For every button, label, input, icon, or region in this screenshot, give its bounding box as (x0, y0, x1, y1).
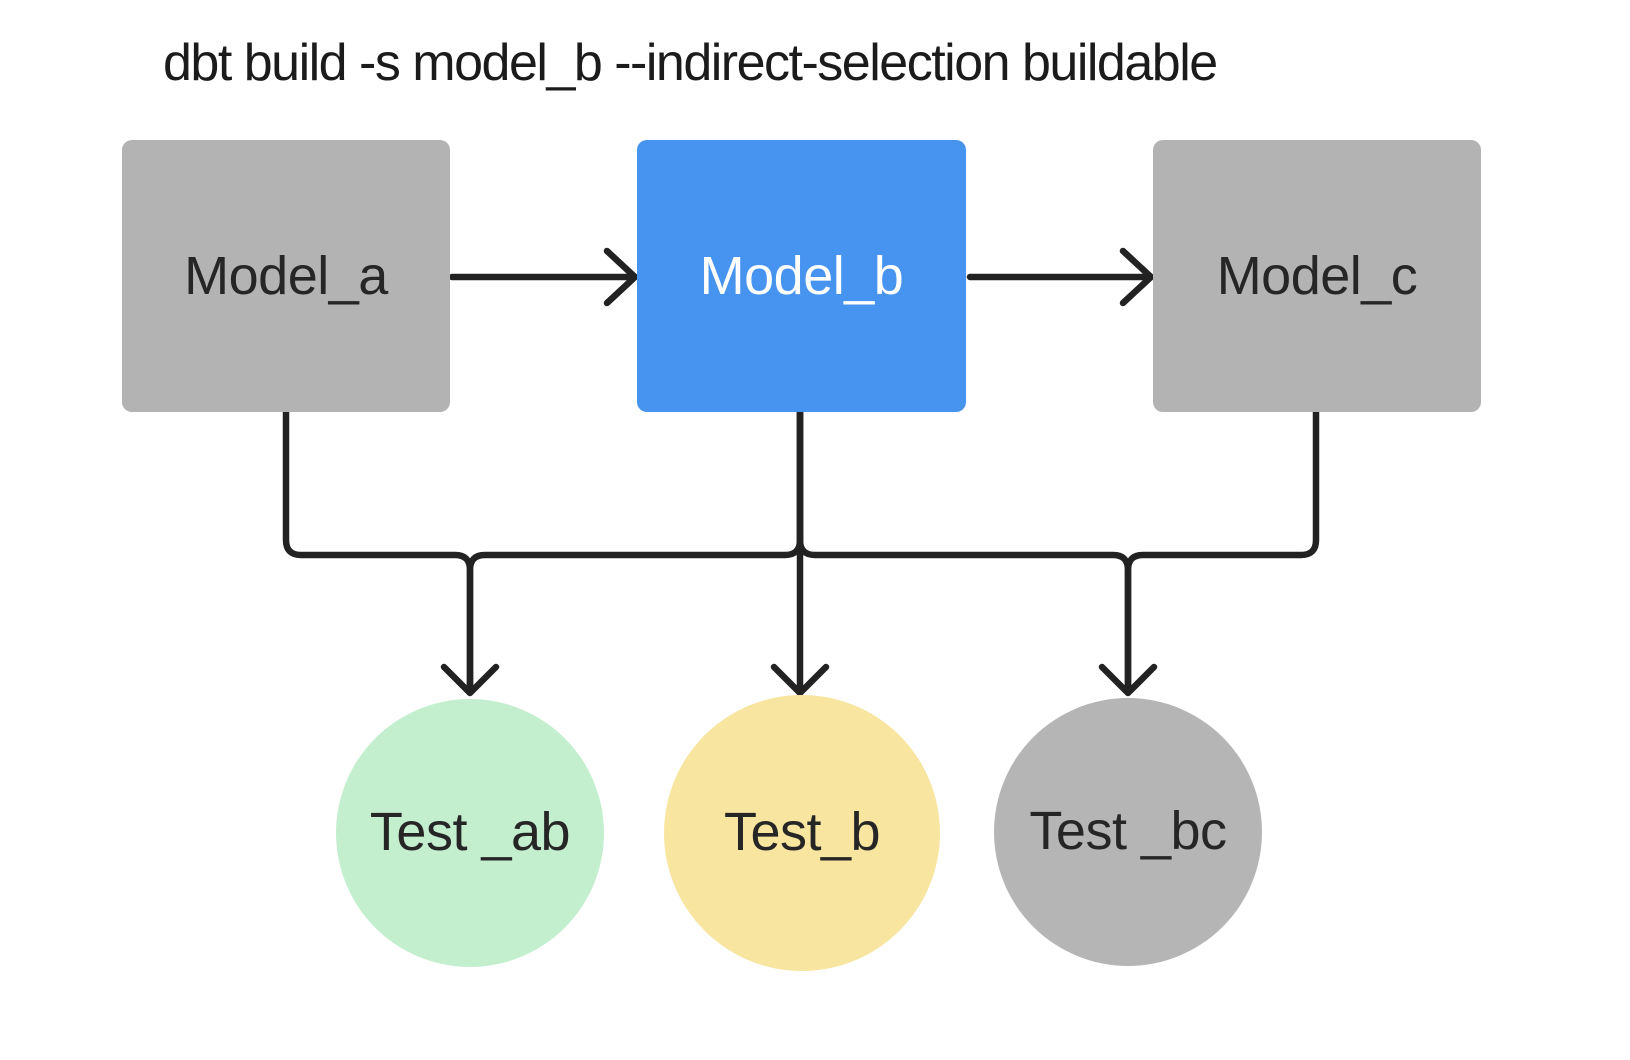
edge-model-a-to-model-b-arrow (448, 247, 639, 307)
test-ab-label-line-1: Test (369, 802, 468, 863)
model-a-label: Model_a (184, 246, 388, 306)
diagram-title: dbt build -s model_b --indirect-selectio… (163, 34, 1218, 92)
edge-model-b-to-model-c-arrow (966, 247, 1155, 307)
model-c-node: Model_c (1153, 140, 1481, 412)
test-bc-label-line-2: _bc (1140, 801, 1227, 862)
model-b-label: Model_b (699, 246, 904, 306)
test-b-node: Test_b (664, 695, 940, 971)
test-bc-node: Test _bc (994, 698, 1262, 966)
test-bc-label: Test _bc (1029, 790, 1227, 874)
test-ab-label: Test _ab (369, 791, 571, 875)
model-b-node-selected: Model_b (637, 140, 966, 412)
test-bc-label-line-1: Test (1029, 801, 1127, 862)
model-c-label: Model_c (1216, 246, 1418, 306)
test-b-label: Test_b (723, 791, 881, 875)
edge-model-a-to-test-ab (282, 408, 500, 697)
edge-model-c-to-test-bc (1098, 408, 1320, 697)
model-a-node: Model_a (122, 140, 450, 412)
edge-model-b-to-test-bc (796, 408, 1132, 696)
test-ab-label-line-2: _ab (481, 802, 571, 863)
edge-model-b-to-test-ab (466, 408, 804, 696)
test-ab-node: Test _ab (336, 699, 604, 967)
test-b-label-line-1: Test_b (723, 802, 881, 863)
